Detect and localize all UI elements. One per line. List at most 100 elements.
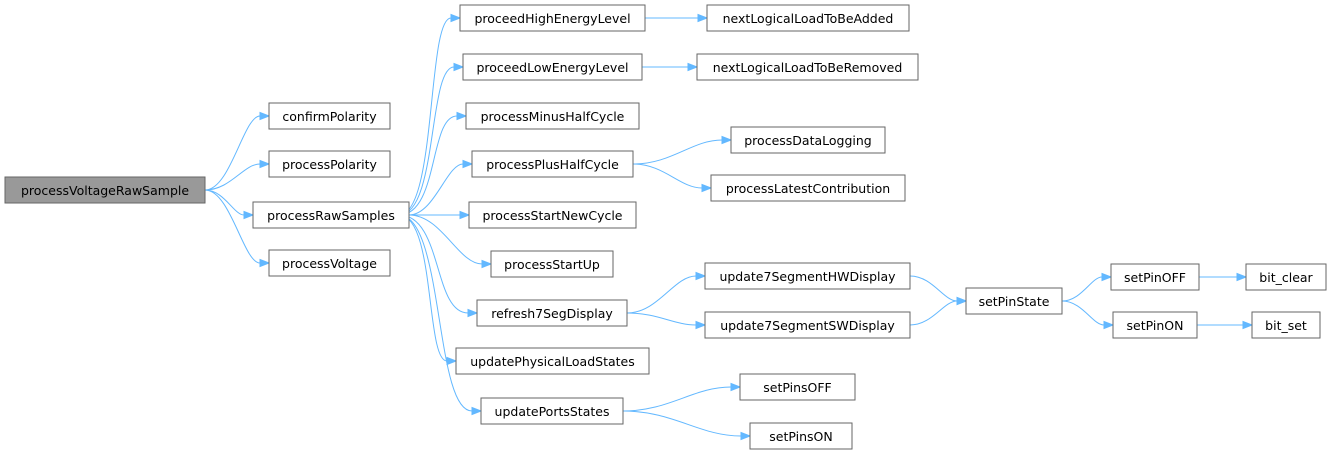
edge-proceed-low-energy-level-to-next-logical-load-to-be-removed (642, 62, 699, 72)
node-label: processPolarity (282, 157, 377, 172)
edge-process-voltage-raw-sample-to-confirm-polarity (204, 111, 271, 191)
node-box (704, 311, 911, 339)
node-update7-segment-hwdisplay[interactable]: update7SegmentHWDisplay (704, 262, 911, 290)
node-box (1110, 263, 1200, 291)
node-process-latest-contribution[interactable]: processLatestContribution (710, 174, 906, 202)
node-next-logical-load-to-be-removed[interactable]: nextLogicalLoadToBeRemoved (696, 53, 919, 81)
node-label: bit_clear (1259, 270, 1313, 285)
node-process-minus-half-cycle[interactable]: processMinusHalfCycle (465, 102, 640, 130)
node-proceed-high-energy-level[interactable]: proceedHighEnergyLevel (459, 4, 646, 32)
node-label: processVoltage (282, 256, 377, 271)
node-box (268, 249, 391, 277)
node-refresh7-seg-display[interactable]: refresh7SegDisplay (476, 299, 628, 327)
node-next-logical-load-to-be-added[interactable]: nextLogicalLoadToBeAdded (706, 4, 910, 32)
node-box (704, 262, 911, 290)
node-label: processRawSamples (267, 208, 395, 223)
node-box (1245, 263, 1327, 291)
node-update-physical-load-states[interactable]: updatePhysicalLoadStates (455, 347, 650, 375)
node-box (739, 373, 856, 401)
node-label: processLatestContribution (726, 181, 890, 196)
edge-update-ports-states-to-set-pins-on (622, 410, 752, 441)
node-process-plus-half-cycle[interactable]: processPlusHalfCycle (471, 150, 634, 178)
edge-process-plus-half-cycle-to-process-latest-contribution (632, 163, 713, 193)
node-label: setPinON (1127, 318, 1184, 333)
node-label: processPlusHalfCycle (486, 157, 619, 172)
node-set-pins-off[interactable]: setPinsOFF (739, 373, 856, 401)
node-label: setPinState (979, 294, 1050, 309)
edge-process-voltage-raw-sample-to-process-polarity (204, 159, 271, 191)
node-set-pin-on[interactable]: setPinON (1112, 311, 1198, 339)
node-update-ports-states[interactable]: updatePortsStates (480, 397, 624, 425)
node-box (455, 347, 650, 375)
node-process-start-new-cycle[interactable]: processStartNewCycle (468, 201, 637, 229)
call-graph-edges (204, 13, 1254, 441)
node-box (4, 176, 206, 204)
node-set-pin-off[interactable]: setPinOFF (1110, 263, 1200, 291)
edge-set-pin-on-to-bit-set (1196, 320, 1254, 330)
edge-process-plus-half-cycle-to-process-data-logging (632, 135, 733, 165)
edge-process-raw-samples-to-proceed-high-energy-level (398, 13, 462, 216)
edge-refresh7-seg-display-to-update7-segment-swdisplay (626, 312, 707, 330)
edge-process-voltage-raw-sample-to-process-raw-samples (204, 189, 255, 220)
node-confirm-polarity[interactable]: confirmPolarity (268, 102, 391, 130)
edge-update-ports-states-to-set-pins-off (622, 382, 742, 412)
edge-process-raw-samples-to-process-start-up (408, 214, 493, 269)
node-process-voltage-raw-sample[interactable]: processVoltageRawSample (4, 176, 206, 204)
node-label: refresh7SegDisplay (491, 306, 613, 321)
node-box (462, 53, 643, 81)
node-bit-clear[interactable]: bit_clear (1245, 263, 1327, 291)
node-bit-set[interactable]: bit_set (1251, 311, 1321, 339)
node-box (268, 150, 391, 178)
edge-process-raw-samples-to-update-ports-states (398, 214, 483, 416)
call-graph-nodes: processVoltageRawSample confirmPolarity pr… (4, 4, 1327, 450)
edge-process-raw-samples-to-proceed-low-energy-level (398, 62, 465, 216)
node-box (1112, 311, 1198, 339)
edge-set-pin-state-to-set-pin-off (1061, 272, 1113, 302)
node-box (965, 287, 1063, 315)
node-label: processStartNewCycle (483, 208, 623, 223)
node-label: nextLogicalLoadToBeAdded (723, 11, 894, 26)
node-label: nextLogicalLoadToBeRemoved (713, 60, 903, 75)
edge-process-raw-samples-to-process-start-new-cycle (409, 210, 471, 220)
node-update7-segment-swdisplay[interactable]: update7SegmentSWDisplay (704, 311, 911, 339)
node-proceed-low-energy-level[interactable]: proceedLowEnergyLevel (462, 53, 643, 81)
node-box (468, 201, 637, 229)
node-label: proceedLowEnergyLevel (476, 60, 628, 75)
node-label: updatePhysicalLoadStates (470, 354, 634, 369)
node-box (471, 150, 634, 178)
edge-proceed-high-energy-level-to-next-logical-load-to-be-added (645, 13, 709, 23)
node-label: setPinsOFF (763, 380, 832, 395)
node-box (706, 4, 910, 32)
edge-process-raw-samples-to-refresh7-seg-display (398, 214, 479, 318)
node-process-voltage[interactable]: processVoltage (268, 249, 391, 277)
edge-update7-segment-swdisplay-to-set-pin-state (909, 296, 968, 326)
node-box (696, 53, 919, 81)
node-box (252, 201, 410, 229)
edge-process-raw-samples-to-process-plus-half-cycle (408, 159, 474, 216)
node-box (465, 102, 640, 130)
node-process-start-up[interactable]: processStartUp (490, 250, 614, 278)
node-process-data-logging[interactable]: processDataLogging (730, 126, 886, 154)
edge-set-pin-off-to-bit-clear (1199, 272, 1248, 282)
node-box (459, 4, 646, 32)
node-label: confirmPolarity (282, 109, 377, 124)
node-box (480, 397, 624, 425)
node-label: processVoltageRawSample (21, 183, 189, 198)
node-label: updatePortsStates (495, 404, 610, 419)
node-process-polarity[interactable]: processPolarity (268, 150, 391, 178)
node-label: update7SegmentHWDisplay (719, 269, 896, 284)
node-box (476, 299, 628, 327)
node-label: bit_set (1265, 318, 1307, 333)
node-label: setPinOFF (1124, 270, 1186, 285)
node-box (490, 250, 614, 278)
node-label: processStartUp (504, 257, 600, 272)
node-process-raw-samples[interactable]: processRawSamples (252, 201, 410, 229)
edge-process-voltage-raw-sample-to-process-voltage (204, 189, 271, 268)
node-box (730, 126, 886, 154)
node-label: setPinsON (769, 429, 832, 444)
node-label: processDataLogging (744, 133, 871, 148)
node-label: processMinusHalfCycle (481, 109, 625, 124)
node-set-pin-state[interactable]: setPinState (965, 287, 1063, 315)
node-set-pins-on[interactable]: setPinsON (749, 422, 853, 450)
